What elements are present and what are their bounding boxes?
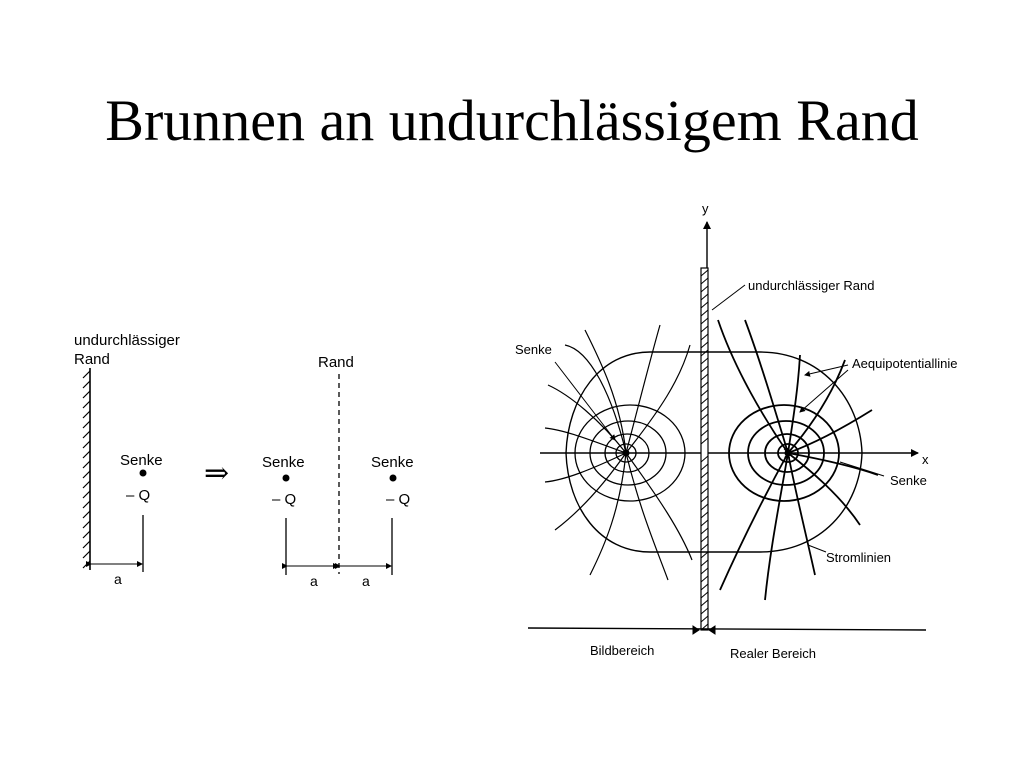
real-region-label: Realer Bereich (730, 646, 816, 661)
sink-left-label: Senke (262, 454, 305, 471)
right-equipotentials (728, 404, 840, 502)
middle-figure: Rand Senke – Q Senke – Q a a (262, 354, 414, 589)
left-streamlines (544, 324, 693, 581)
left-figure: undurchlässiger Rand Senke – Q a (74, 332, 180, 587)
sink-label: Senke (120, 452, 163, 469)
outer-equipotential (565, 351, 863, 553)
right-sink-leader (839, 461, 885, 477)
x-axis-label: x (922, 452, 929, 467)
sink-left-point (282, 474, 290, 482)
region-baseline (527, 627, 927, 631)
impermeable-wall-strip (700, 267, 709, 631)
left-equipotentials (574, 404, 686, 502)
equipotential-label: Aequipotentiallinie (852, 356, 958, 371)
right-fig-sink-left-point (622, 449, 630, 457)
boundary-label: Rand (318, 354, 354, 371)
wall-hatching (82, 370, 91, 569)
right-fig-sink-right-point (784, 449, 792, 457)
wall-label-line2: Rand (74, 351, 110, 368)
sink-right-point (389, 474, 397, 482)
wall-leader (711, 284, 746, 311)
right-figure (527, 221, 927, 635)
sink-point (139, 469, 147, 477)
left-sink-leader (554, 361, 616, 441)
wall-strip-hatching (700, 269, 709, 631)
sink-right-charge: – Q (386, 491, 410, 508)
sink-left-charge: – Q (272, 491, 296, 508)
page-title: Brunnen an undurchlässigem Rand (105, 88, 919, 153)
y-axis-label: y (702, 201, 709, 216)
streamline-label: Stromlinien (826, 550, 891, 565)
distance-left-label: a (310, 573, 318, 589)
right-streamlines (717, 319, 879, 601)
wall-label-line1: undurchlässiger (74, 332, 180, 349)
sink-charge: – Q (126, 487, 150, 504)
wall-label: undurchlässiger Rand (748, 278, 874, 293)
sink-right-label: Senke (371, 454, 414, 471)
image-region-marker (692, 625, 700, 635)
right-fig-sink-left-label: Senke (515, 342, 552, 357)
streamline-leader (807, 544, 827, 553)
equipotential-leader-2 (799, 369, 849, 413)
equipotential-leader-1 (804, 364, 849, 377)
right-fig-sink-right-label: Senke (890, 473, 927, 488)
real-region-marker (708, 625, 716, 635)
implies-arrow: ⇒ (204, 457, 229, 490)
distance-label: a (114, 571, 122, 587)
distance-right-label: a (362, 573, 370, 589)
image-region-label: Bildbereich (590, 643, 654, 658)
